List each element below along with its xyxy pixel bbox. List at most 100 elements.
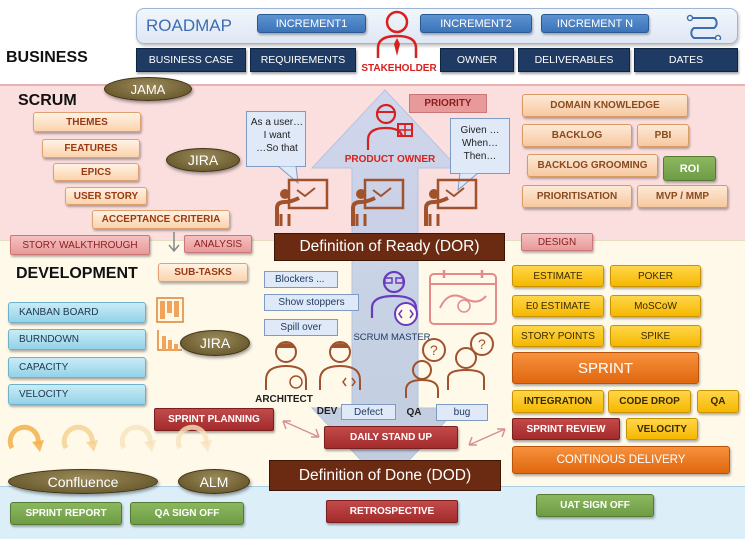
deliverables-button[interactable]: DELIVERABLES — [518, 48, 630, 72]
burndown-chart-icon — [157, 330, 182, 351]
dates-button[interactable]: DATES — [634, 48, 738, 72]
bug-label: bug — [436, 404, 488, 421]
sprint-cycle-icon — [119, 424, 156, 452]
kanban-board-item[interactable]: KANBAN BOARD — [8, 302, 146, 323]
spill-over-label: Spill over — [264, 319, 338, 336]
bubble-line-1: Given … — [460, 125, 500, 136]
svg-text:?: ? — [430, 342, 438, 358]
domain-knowledge-item[interactable]: DOMAIN KNOWLEDGE — [522, 94, 688, 117]
story-walkthrough-item[interactable]: STORY WALKTHROUGH — [10, 235, 150, 255]
sprint-cycle-icon — [61, 424, 98, 452]
prioritisation-item[interactable]: PRIORITISATION — [522, 185, 632, 208]
poker-item[interactable]: POKER — [610, 265, 701, 287]
development-jira-badge[interactable]: JIRA — [180, 330, 250, 356]
presenter-icon — [351, 178, 405, 226]
product-owner-label: PRODUCT OWNER — [344, 154, 436, 165]
increment-2-button[interactable]: INCREMENT2 — [420, 14, 532, 33]
e0-estimate-item[interactable]: E0 ESTIMATE — [512, 295, 604, 317]
qa-label: QA — [406, 406, 422, 418]
sub-tasks-item[interactable]: SUB-TASKS — [158, 263, 248, 282]
qa-sign-off-item[interactable]: QA SIGN OFF — [130, 502, 244, 525]
architect-icon — [265, 341, 307, 390]
velocity-item[interactable]: VELOCITY — [8, 384, 146, 405]
estimate-item[interactable]: ESTIMATE — [512, 265, 604, 287]
stakeholder-icon — [376, 10, 418, 58]
bubble-line-3: …So that — [256, 143, 298, 154]
scrum-title: SCRUM — [18, 92, 77, 109]
sprint-planning-item[interactable]: SPRINT PLANNING — [154, 408, 274, 431]
roadmap-label: ROADMAP — [146, 16, 232, 35]
increment-1-button[interactable]: INCREMENT1 — [257, 14, 366, 33]
definition-of-ready-banner: Definition of Ready (DOR) — [274, 233, 505, 261]
spike-item[interactable]: SPIKE — [610, 325, 701, 347]
definition-of-done-banner: Definition of Done (DOD) — [269, 460, 501, 491]
backlog-grooming-item[interactable]: BACKLOG GROOMING — [527, 154, 658, 177]
architect-label: ARCHITECT — [255, 393, 313, 405]
bubble-line-2: I want — [263, 130, 291, 141]
features-item[interactable]: FEATURES — [42, 139, 140, 158]
dev-label: DEV — [316, 405, 338, 417]
developer-icon — [319, 341, 361, 390]
user-story-bubble-text: As a user… I want …So that — [248, 116, 306, 155]
sprint-review-item[interactable]: SPRINT REVIEW — [512, 418, 620, 440]
sprint-cycle-icon — [175, 424, 212, 452]
themes-item[interactable]: THEMES — [33, 112, 141, 132]
stakeholder-label: STAKEHOLDER — [361, 63, 437, 74]
code-drop-item[interactable]: CODE DROP — [608, 390, 691, 413]
qa-item[interactable]: QA — [697, 390, 739, 413]
kanban-icon — [156, 297, 184, 323]
arrow-double-icon — [282, 420, 320, 438]
roi-item[interactable]: ROI — [663, 156, 716, 181]
business-title: BUSINESS — [6, 49, 88, 66]
show-stoppers-label: Show stoppers — [264, 294, 359, 311]
bubble-tail-icon — [457, 173, 478, 191]
scrum-master-icon — [370, 270, 418, 326]
bubble-line-3: Then… — [463, 151, 497, 162]
svg-text:?: ? — [478, 336, 486, 352]
moscow-item[interactable]: MoSCoW — [610, 295, 701, 317]
priority-label: PRIORITY — [409, 94, 487, 113]
epics-item[interactable]: EPICS — [53, 163, 139, 181]
mvp-mmp-item[interactable]: MVP / MMP — [637, 185, 728, 208]
sprint-report-item[interactable]: SPRINT REPORT — [10, 502, 122, 525]
design-item[interactable]: DESIGN — [521, 233, 593, 251]
pbi-item[interactable]: PBI — [637, 124, 689, 147]
integration-item[interactable]: INTEGRATION — [512, 390, 604, 413]
continuous-delivery-banner[interactable]: CONTINOUS DELIVERY — [512, 446, 730, 474]
jama-badge[interactable]: JAMA — [104, 77, 192, 101]
bubble-line-1: As a user… — [250, 117, 304, 128]
uat-sign-off-item[interactable]: UAT SIGN OFF — [536, 494, 654, 517]
presenter-icon — [275, 178, 329, 226]
daily-standup-item[interactable]: DAILY STAND UP — [324, 426, 458, 449]
arrow-down-icon — [168, 232, 180, 253]
capacity-item[interactable]: CAPACITY — [8, 357, 146, 378]
development-title: DEVELOPMENT — [16, 265, 138, 282]
owner-button[interactable]: OWNER — [440, 48, 514, 72]
bubble-line-2: When… — [461, 138, 499, 149]
qa-icon: ? ? — [405, 332, 494, 398]
sprint-cycle-icon — [7, 424, 44, 452]
user-story-item[interactable]: USER STORY — [65, 187, 147, 205]
story-points-item[interactable]: STORY POINTS — [512, 325, 604, 347]
gherkin-bubble — [450, 118, 510, 174]
increment-n-button[interactable]: INCREMENT N — [541, 14, 649, 33]
roadmap-flow-icon — [686, 14, 722, 40]
presenter-icon — [424, 178, 478, 226]
backlog-item[interactable]: BACKLOG — [522, 124, 632, 147]
arrow-double-icon — [468, 428, 506, 446]
analysis-item[interactable]: ANALYSIS — [184, 235, 252, 253]
confluence-badge[interactable]: Confluence — [8, 469, 158, 494]
scrum-jira-badge[interactable]: JIRA — [166, 148, 240, 172]
alm-badge[interactable]: ALM — [178, 469, 250, 494]
user-story-bubble — [246, 111, 306, 167]
gherkin-bubble-text: Given … When… Then… — [452, 124, 508, 163]
velocity-sprint-item[interactable]: VELOCITY — [626, 418, 698, 440]
blockers-label: Blockers ... — [264, 271, 338, 288]
retrospective-item[interactable]: RETROSPECTIVE — [326, 500, 458, 523]
sprint-banner[interactable]: SPRINT — [512, 352, 699, 384]
burndown-item[interactable]: BURNDOWN — [8, 329, 146, 350]
business-case-button[interactable]: BUSINESS CASE — [136, 48, 246, 72]
requirements-button[interactable]: REQUIREMENTS — [250, 48, 356, 72]
acceptance-criteria-item[interactable]: ACCEPTANCE CRITERIA — [92, 210, 230, 229]
calendar-cycle-icon — [429, 270, 497, 325]
